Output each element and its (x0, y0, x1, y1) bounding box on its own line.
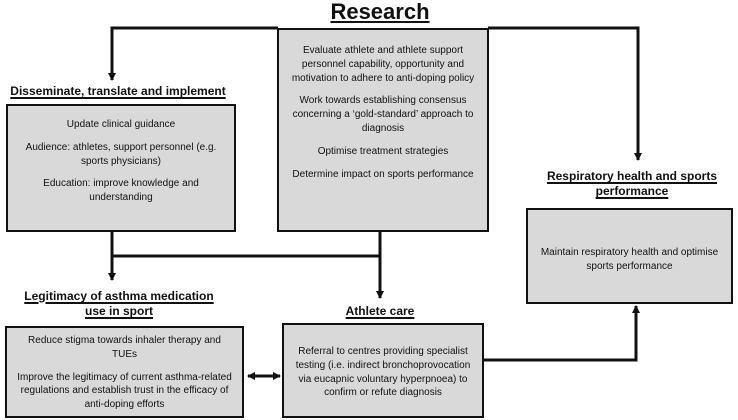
athlete-care-item: Referral to centres providing specialist… (295, 346, 471, 399)
arrow-research-to-disseminate (108, 26, 278, 81)
research-item: Optimise treatment strategies (317, 145, 449, 157)
respiratory-title: Respiratory health and sports performanc… (526, 169, 738, 199)
arrow-athlete-care-to-respiratory (484, 305, 640, 362)
respiratory-box: Maintain respiratory health and optimise… (526, 208, 733, 304)
respiratory-title-line2: performance (595, 184, 669, 198)
legitimacy-title: Legitimacy of asthma medication use in s… (0, 289, 238, 319)
disseminate-box: Update clinical guidance Audience: athle… (6, 104, 236, 232)
legitimacy-item: Improve the legitimacy of current asthma… (17, 371, 232, 411)
research-item: Work towards establishing consensus conc… (292, 95, 474, 134)
athlete-care-title: Athlete care (345, 304, 415, 318)
research-item: Determine impact on sports performance (292, 168, 474, 180)
legitimacy-box: Reduce stigma towards inhaler therapy an… (5, 326, 244, 418)
disseminate-item: Audience: athletes, support personnel (e… (25, 141, 217, 167)
respiratory-item: Maintain respiratory health and optimise… (540, 247, 719, 272)
disseminate-item: Education: improve knowledge and underst… (43, 178, 199, 204)
legitimacy-title-line2: use in sport (84, 304, 153, 318)
disseminate-item: Update clinical guidance (66, 119, 176, 130)
disseminate-title: Disseminate, translate and implement (10, 84, 226, 98)
research-box: Evaluate athlete and athlete support per… (277, 28, 489, 232)
research-item: Evaluate athlete and athlete support per… (291, 45, 475, 84)
legitimacy-title-line1: Legitimacy of asthma medication (24, 289, 214, 303)
arrow-research-to-respiratory (488, 26, 642, 161)
research-title: Research (330, 0, 430, 24)
legitimacy-item: Reduce stigma towards inhaler therapy an… (28, 335, 221, 360)
respiratory-title-line1: Respiratory health and sports (546, 169, 718, 183)
athlete-care-box: Referral to centres providing specialist… (282, 323, 484, 418)
